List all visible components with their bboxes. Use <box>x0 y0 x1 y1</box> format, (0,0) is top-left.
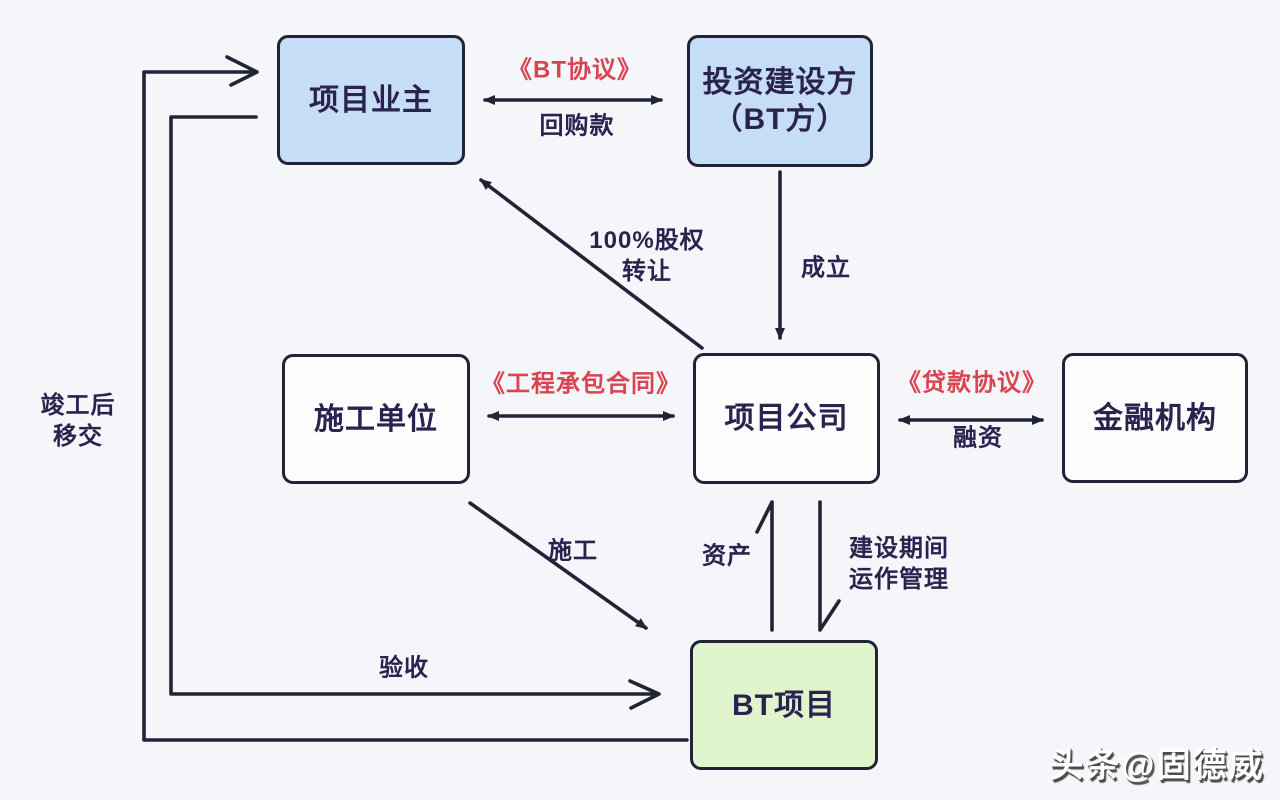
label-financing: 融资 <box>953 424 1003 452</box>
node-project-company: 项目公司 <box>693 353 880 484</box>
label-handover-after-completion: 竣工后 移交 <box>41 390 116 452</box>
label-handover-line2: 移交 <box>53 423 103 450</box>
label-establish: 成立 <box>801 254 851 282</box>
label-repurchase-payment: 回购款 <box>539 112 615 140</box>
label-operation-line1: 建设期间 <box>849 535 949 562</box>
label-acceptance: 验收 <box>379 654 429 682</box>
edge-equity-transfer <box>479 178 704 350</box>
label-equity-transfer-line2: 转让 <box>621 258 672 285</box>
node-bt-project: BT项目 <box>690 640 878 770</box>
node-investor-line1: 投资建设方 <box>702 66 858 99</box>
label-contract-agreement: 《工程承包合同》 <box>481 370 681 398</box>
label-equity-transfer: 100%股权 转让 <box>589 225 704 287</box>
label-operation-line2: 运作管理 <box>849 566 949 593</box>
node-contractor-label: 施工单位 <box>314 402 438 436</box>
label-loan-agreement: 《贷款协议》 <box>897 369 1047 397</box>
label-handover-line1: 竣工后 <box>40 392 116 419</box>
label-equity-transfer-line1: 100%股权 <box>589 227 705 254</box>
edge-construction <box>468 501 648 630</box>
label-construction: 施工 <box>548 537 598 565</box>
node-investor-bt-party: 投资建设方 （BT方） <box>687 35 873 167</box>
node-financial-institution-label: 金融机构 <box>1093 401 1217 435</box>
label-operation-management: 建设期间 运作管理 <box>849 533 949 595</box>
edge-handover <box>142 55 689 742</box>
node-project-owner-label: 项目业主 <box>309 83 433 117</box>
node-financial-institution: 金融机构 <box>1062 353 1248 483</box>
edge-acceptance <box>169 115 661 710</box>
node-project-owner: 项目业主 <box>277 35 465 165</box>
edge-asset <box>755 500 774 632</box>
node-contractor: 施工单位 <box>282 354 470 484</box>
label-bt-agreement: 《BT协议》 <box>508 56 642 84</box>
node-project-company-label: 项目公司 <box>724 402 849 435</box>
node-investor-line2: （BT方） <box>712 103 848 136</box>
label-asset: 资产 <box>702 542 752 570</box>
watermark: 头条@固德威 <box>1049 746 1265 785</box>
edge-operation <box>818 500 841 632</box>
node-bt-project-label: BT项目 <box>732 688 836 722</box>
